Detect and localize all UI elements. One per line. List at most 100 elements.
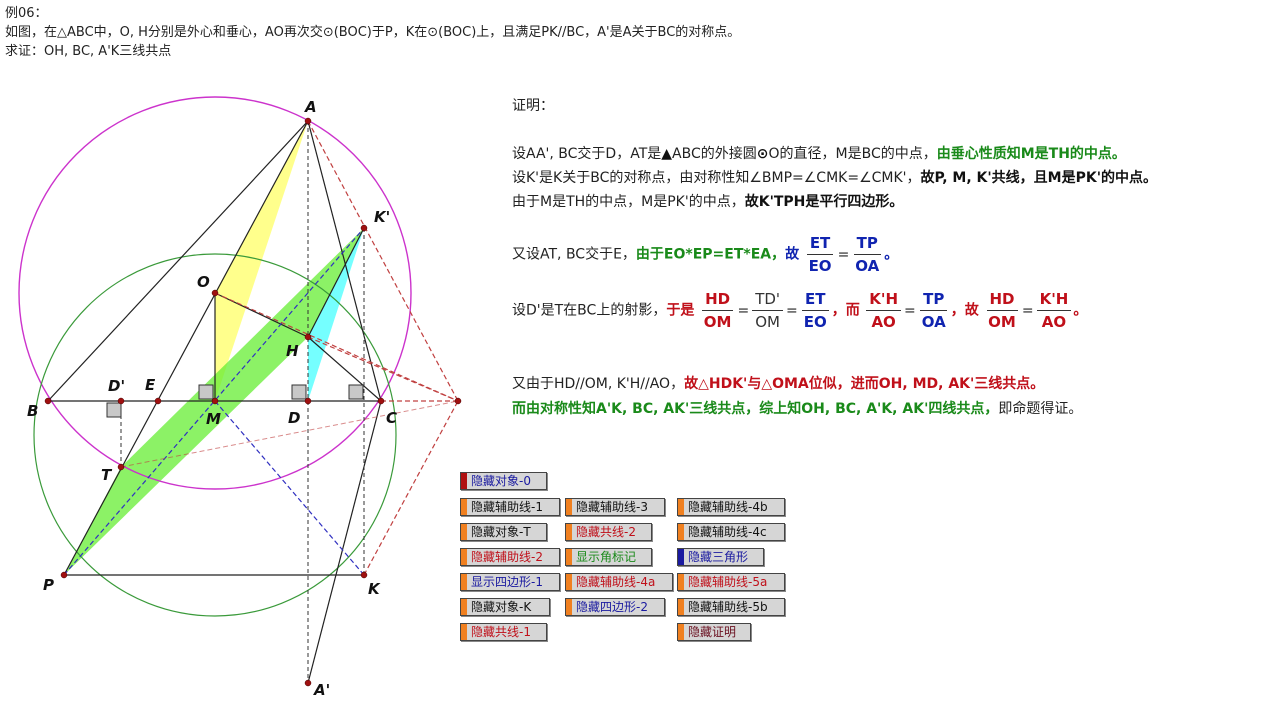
swatch [678, 574, 684, 590]
label-a: A [304, 98, 317, 116]
label-b: B [27, 402, 38, 420]
hide-aux-line-4b-button[interactable]: 隐藏辅助线-4b [677, 498, 785, 516]
points [44, 117, 462, 687]
swatch [678, 549, 684, 565]
label-e: E [145, 376, 156, 394]
label-m: M [206, 410, 221, 428]
label-c: C [386, 409, 397, 427]
proof-line-3-a: 由于M是TH的中点，M是PK'的中点， [512, 194, 745, 210]
hide-collinear-2-button[interactable]: 隐藏共线-2 [565, 523, 652, 541]
proof-line-5-thus: ，故 [950, 302, 979, 319]
point-c[interactable] [377, 397, 385, 405]
circumcircle-o [18, 96, 412, 490]
proof-line-6: 又由于HD//OM, K'H//AO，故△HDK'与△OMA位似，进而OH, M… [512, 373, 1044, 393]
dashed-ak-prime [307, 120, 459, 402]
proof-line-1-b: ABC的外接圆 [672, 146, 757, 162]
swatch [678, 624, 684, 640]
point-t[interactable] [117, 463, 125, 471]
proof-line-1-a: 设AA', BC交于D，AT是 [512, 146, 662, 162]
point-d[interactable] [304, 397, 312, 405]
label-p: P [43, 576, 54, 594]
problem-statement: 例06： 如图，在△ABC中，O, H分别是外心和垂心，AO再次交⊙(BOC)于… [5, 4, 740, 61]
point-a-prime[interactable] [304, 679, 312, 687]
right-angle-c [348, 384, 364, 400]
proof-line-3: 由于M是TH的中点，M是PK'的中点，故K'TPH是平行四边形。 [512, 191, 903, 211]
hide-aux-line-3-button[interactable]: 隐藏辅助线-3 [565, 498, 665, 516]
swatch [566, 499, 572, 515]
circle-dot-symbol: ⊙ [756, 146, 769, 162]
hide-aux-line-5b-button[interactable]: 隐藏辅助线-5b [677, 598, 785, 616]
point-h[interactable] [304, 333, 312, 341]
point-d-prime[interactable] [117, 397, 125, 405]
point-o[interactable] [211, 289, 219, 297]
show-angle-marks-button[interactable]: 显示角标记 [565, 548, 652, 566]
proof-line-7-green: 而由对称性知A'K, BC, AK'三线共点，综上知OH, BC, A'K, A… [512, 401, 999, 417]
swatch [566, 574, 572, 590]
swatch [566, 599, 572, 615]
swatch [678, 524, 684, 540]
proof-line-7-b: 即命题得证。 [998, 401, 1083, 417]
hide-object-k-button[interactable]: 隐藏对象-K [460, 598, 550, 616]
point-a[interactable] [304, 117, 312, 125]
hide-quadrilateral-2-button[interactable]: 隐藏四边形-2 [565, 598, 665, 616]
proof-line-5-so: 于是 [666, 302, 695, 319]
proof-line-4-so: 故 [785, 246, 800, 263]
label-h: H [286, 342, 299, 360]
swatch [566, 549, 572, 565]
label-k-prime: K' [374, 208, 390, 226]
show-quadrilateral-1-button[interactable]: 显示四边形-1 [460, 573, 560, 591]
hide-aux-line-4a-button[interactable]: 隐藏辅助线-4a [565, 573, 673, 591]
equals-sign: = [904, 302, 916, 319]
triangle-symbol: ▲ [661, 146, 673, 162]
swatch [461, 524, 467, 540]
swatch [566, 524, 572, 540]
segment-ka-prime [307, 400, 382, 684]
hide-object-0-button[interactable]: 隐藏对象-0 [460, 472, 547, 490]
triangle-aom-fill [215, 121, 308, 401]
proof-line-6-red: 故△HDK'与△OMA位似，进而OH, MD, AK'三线共点。 [684, 376, 1045, 392]
label-t: T [101, 466, 113, 484]
triangle-hdk-fill [308, 228, 364, 401]
proof-title: 证明： [512, 98, 554, 114]
proof-line-2: 设K'是K关于BC的对称点，由对称性知∠BMP=∠CMK=∠CMK'，故P, M… [512, 167, 1157, 187]
point-e[interactable] [154, 397, 162, 405]
problem-number: 例06： [5, 6, 48, 21]
point-k-prime[interactable] [360, 224, 368, 232]
hide-aux-line-1-button[interactable]: 隐藏辅助线-1 [460, 498, 560, 516]
point-b[interactable] [44, 397, 52, 405]
dashed-ox [214, 292, 459, 402]
proof-line-2-a: 设K'是K关于BC的对称点，由对称性知∠BMP=∠CMK=∠CMK'， [512, 170, 921, 186]
hide-aux-line-2-button[interactable]: 隐藏辅助线-2 [460, 548, 560, 566]
circle-boc [33, 253, 397, 617]
hide-object-t-button[interactable]: 隐藏对象-T [460, 523, 547, 541]
label-a-prime: A' [313, 681, 330, 699]
dashed-mk [214, 400, 365, 576]
proof-line-4-a: 又设AT, BC交于E， [512, 246, 636, 263]
problem-goal: 求证：OH, BC, A'K三线共点 [5, 44, 172, 59]
point-k[interactable] [360, 571, 368, 579]
problem-text: 如图，在△ABC中，O, H分别是外心和垂心，AO再次交⊙(BOC)于P，K在⊙… [5, 25, 741, 40]
proof-line-7: 而由对称性知A'K, BC, AK'三线共点，综上知OH, BC, A'K, A… [512, 398, 1082, 418]
segment-ap [63, 120, 309, 576]
hide-proof-button[interactable]: 隐藏证明 [677, 623, 751, 641]
hide-triangle-button[interactable]: 隐藏三角形 [677, 548, 764, 566]
point-x[interactable] [454, 397, 462, 405]
proof-line-2-bold: 故P, M, K'共线，且M是PK'的中点。 [920, 170, 1157, 186]
hide-aux-line-4c-button[interactable]: 隐藏辅助线-4c [677, 523, 785, 541]
point-p[interactable] [60, 571, 68, 579]
segment-ac [307, 120, 382, 402]
swatch [678, 499, 684, 515]
swatch [461, 624, 467, 640]
fraction-td-om: TD'OM [752, 290, 784, 331]
hide-collinear-1-button[interactable]: 隐藏共线-1 [460, 623, 547, 641]
point-m[interactable] [211, 397, 219, 405]
hide-aux-line-5a-button[interactable]: 隐藏辅助线-5a [677, 573, 785, 591]
proof-line-1-c: O的直径，M是BC的中点， [768, 146, 937, 162]
